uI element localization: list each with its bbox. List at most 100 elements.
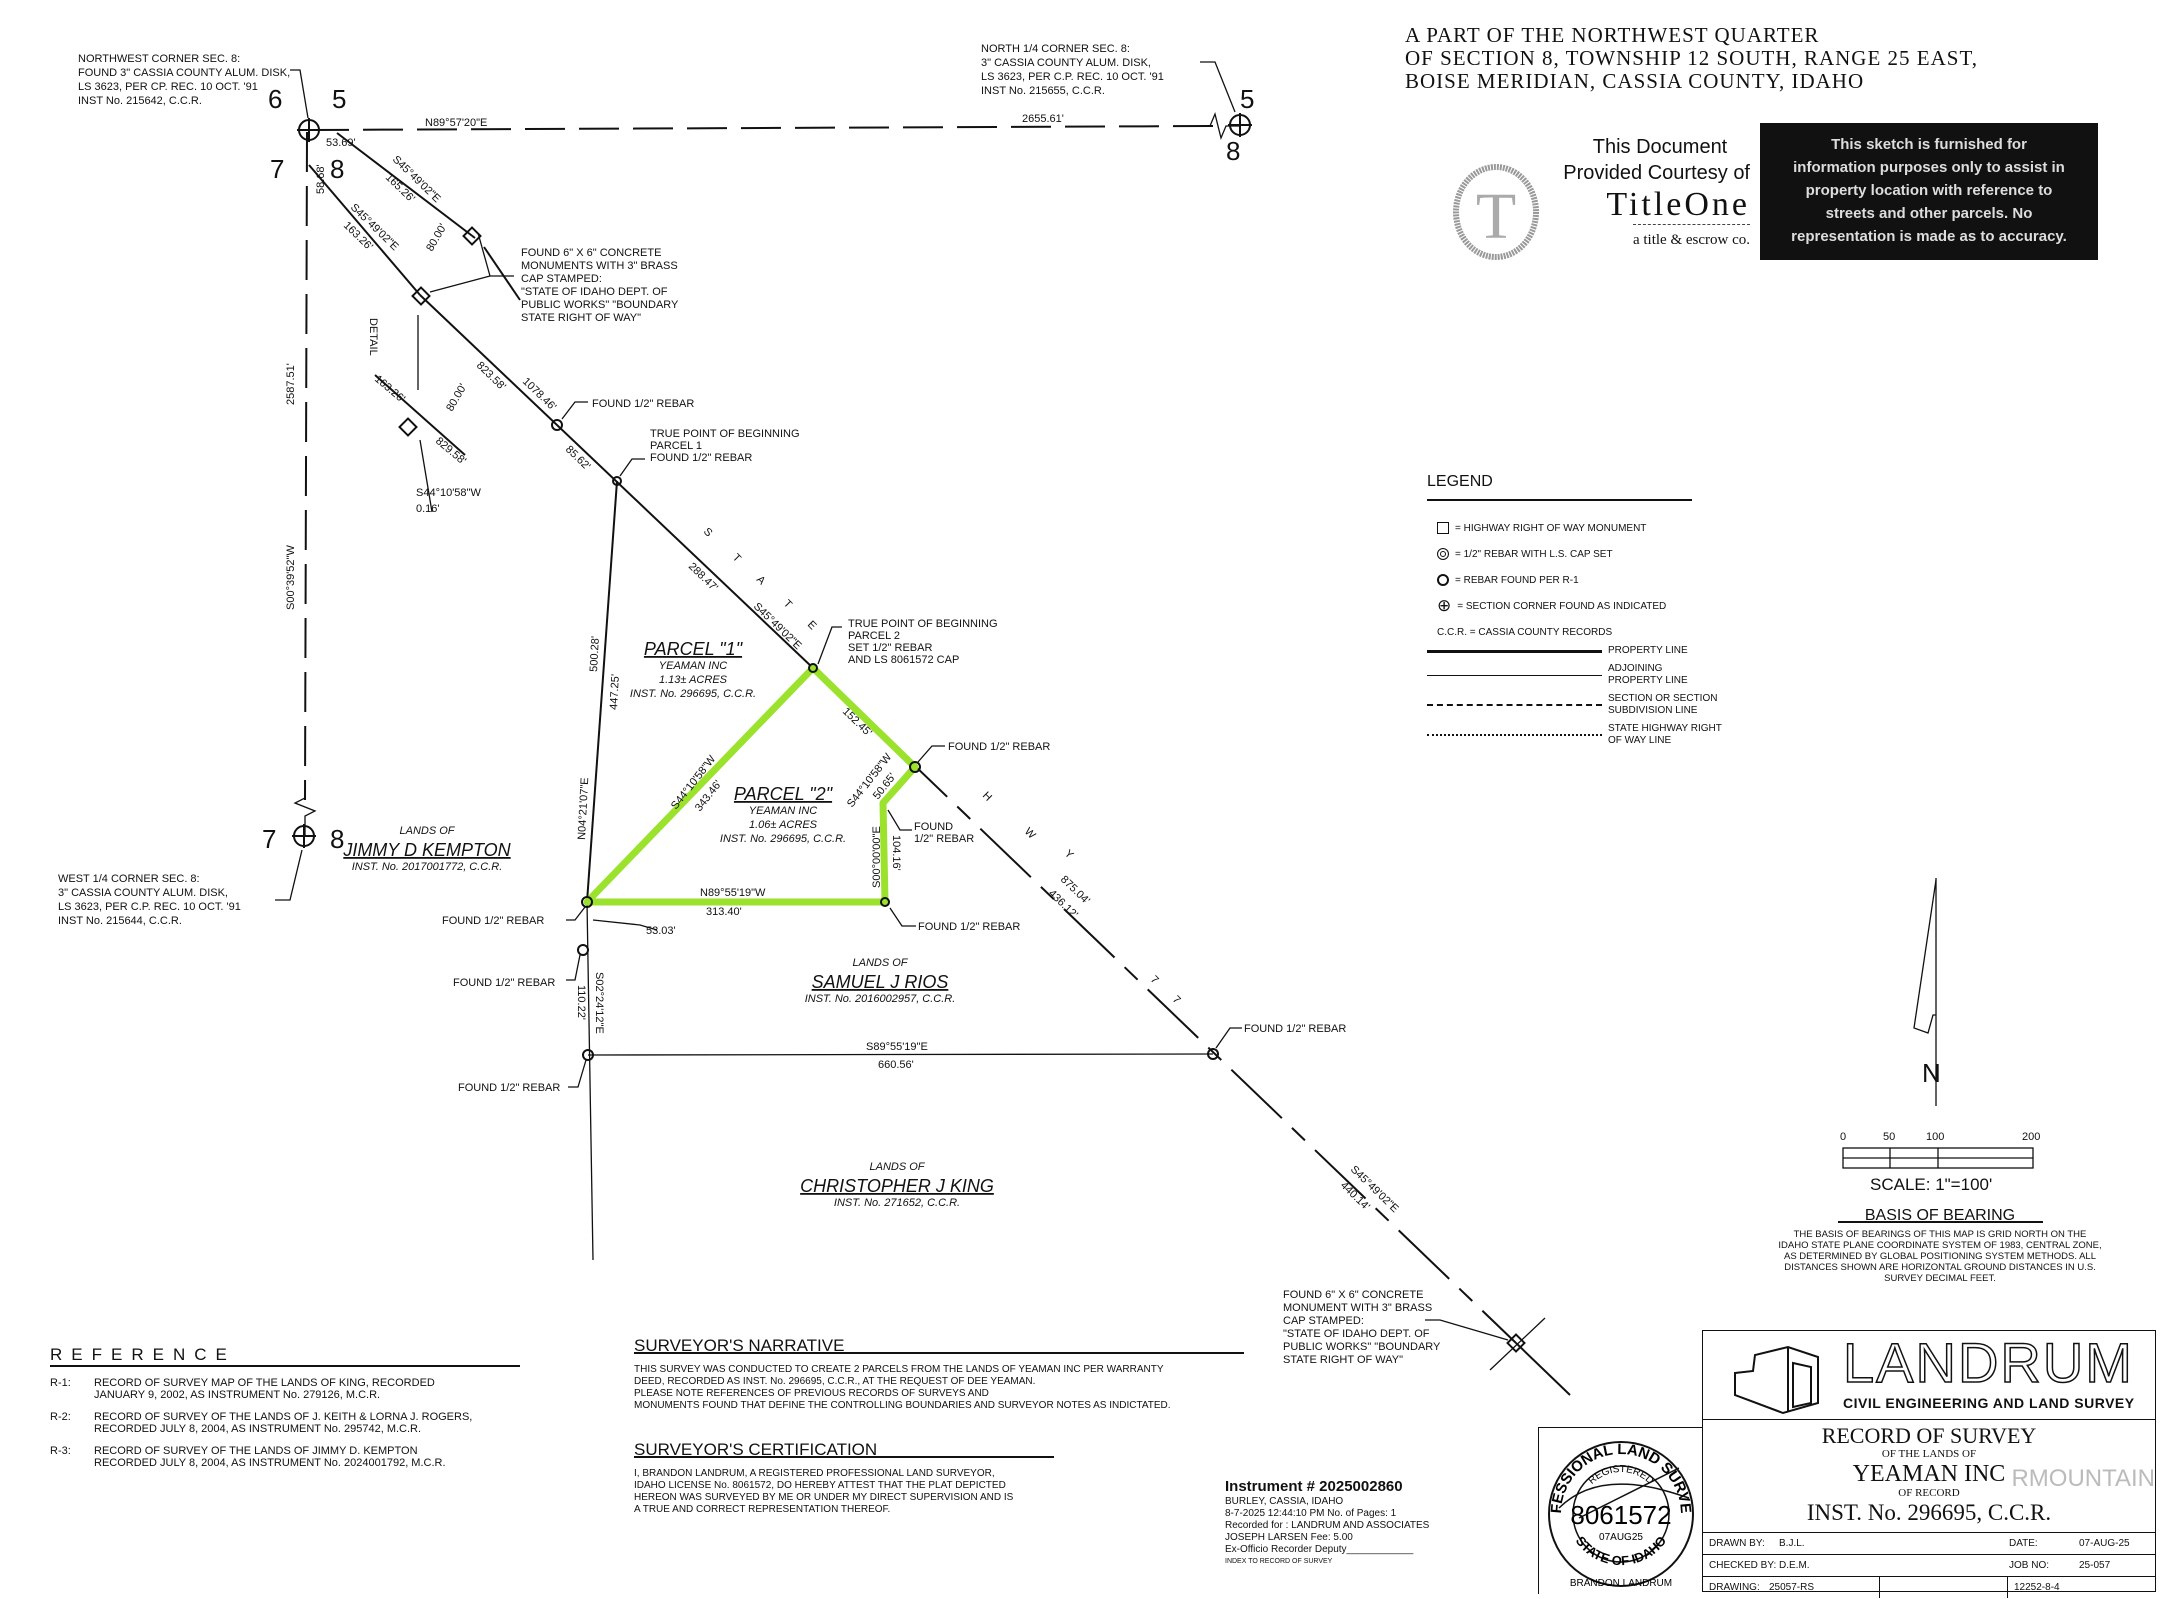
leader bbox=[275, 849, 303, 901]
legend-label: OF WAY LINE bbox=[1608, 735, 1672, 746]
monument-note-line: PUBLIC WORKS" "BOUNDARY bbox=[521, 299, 679, 311]
section-corner-icon bbox=[1228, 113, 1252, 137]
scale-tick: 200 bbox=[2022, 1131, 2040, 1143]
corner-note-line: INST No. 215655, C.C.R. bbox=[981, 85, 1105, 97]
rebar-found-icon bbox=[909, 761, 921, 773]
highway-row-line-offset bbox=[308, 164, 421, 296]
rios-lands-label: INST. No. 2016002957, C.C.R. bbox=[805, 993, 956, 1005]
narrative-line: PLEASE NOTE REFERENCES OF PREVIOUS RECOR… bbox=[634, 1388, 989, 1399]
narrative-line: THIS SURVEY WAS CONDUCTED TO CREATE 2 PA… bbox=[634, 1364, 1164, 1375]
parcel-2-label: 1.06± ACRES bbox=[749, 819, 818, 831]
leader bbox=[568, 1059, 587, 1088]
west-section-line bbox=[304, 131, 308, 801]
rebar-note: FOUND 1/2" REBAR bbox=[918, 921, 1020, 933]
parcel-2-label: YEAMAN INC bbox=[749, 805, 818, 817]
section-corner-icon: ⊕ bbox=[1437, 596, 1452, 615]
distance-label: 110.22' bbox=[575, 985, 587, 1020]
distance-label: 53.03' bbox=[646, 925, 676, 937]
road-letter: Y bbox=[1062, 848, 1076, 862]
section-number: 7 bbox=[262, 824, 276, 854]
disclaimer-line: representation is made as to accuracy. bbox=[1791, 228, 2067, 245]
monument-note-line: STATE RIGHT OF WAY" bbox=[1283, 1354, 1403, 1366]
distance-label: 53.69' bbox=[326, 137, 356, 149]
corner-note-line: NORTHWEST CORNER SEC. 8: bbox=[78, 53, 240, 65]
legend-label: = SECTION CORNER FOUND AS INDICATED bbox=[1457, 600, 1667, 612]
rios-lands-label: LANDS OF bbox=[852, 957, 908, 969]
surveyor-seal: PROFESSIONAL LAND SURVEYOR REGISTERED 80… bbox=[1533, 1415, 1703, 1594]
record-line: OF RECORD bbox=[1898, 1487, 1960, 1499]
distance-label: 313.40' bbox=[706, 906, 742, 918]
legend-label: SECTION OR SECTION bbox=[1608, 693, 1718, 704]
checked-by-row: CHECKED BY:D.E.M.JOB NO:25-057 bbox=[1703, 1555, 2155, 1577]
narrative-title: SURVEYOR'S NARRATIVE bbox=[634, 1337, 1244, 1354]
highway-row-line-upper bbox=[336, 132, 476, 239]
corner-note-line: INST No. 215642, C.C.R. bbox=[78, 95, 202, 107]
disclaimer-line: information purposes only to assist in bbox=[1793, 159, 2065, 176]
road-letter: W bbox=[1022, 826, 1038, 842]
reference-text: JANUARY 9, 2002, AS INSTRUMENT No. 27912… bbox=[94, 1389, 381, 1401]
square-monument-icon bbox=[398, 417, 418, 437]
distance-label: 104.16' bbox=[890, 835, 902, 871]
field-label: DRAWING: bbox=[1709, 1582, 1760, 1593]
titleone-logo-icon: T bbox=[1448, 160, 1543, 260]
narrative-line: MONUMENTS FOUND THAT DEFINE THE CONTROLL… bbox=[634, 1400, 1171, 1411]
courtesy-line: Provided Courtesy of bbox=[1563, 162, 1750, 184]
corner-note: NORTHWEST CORNER SEC. 8:FOUND 3" CASSIA … bbox=[78, 53, 290, 107]
parcel-1-label: INST. No. 296695, C.C.R. bbox=[630, 688, 756, 700]
monument-note-line: MONUMENTS WITH 3" BRASS bbox=[521, 260, 678, 272]
highway-line-sample bbox=[1427, 734, 1602, 736]
corner-note-line: LS 3623, PER C.P. REC. 10 OCT. '91 bbox=[58, 901, 241, 913]
road-letter: 7 bbox=[1148, 974, 1161, 987]
seal-date: 07AUG25 bbox=[1599, 1532, 1643, 1543]
field-value: D.E.M. bbox=[1779, 1560, 1810, 1571]
title-line: BOISE MERIDIAN, CASSIA COUNTY, IDAHO bbox=[1405, 69, 1865, 93]
leader bbox=[561, 401, 588, 420]
courtesy-line: This Document bbox=[1592, 136, 1728, 158]
property-line-sample bbox=[1427, 649, 1602, 653]
bearing-label: N04°21'07"E bbox=[576, 777, 591, 840]
kempton-lands-label: JIMMY D KEMPTON bbox=[342, 840, 511, 860]
scale-tick: 0 bbox=[1840, 1131, 1846, 1143]
square-monument-icon bbox=[462, 226, 482, 246]
company-subtitle: CIVIL ENGINEERING AND LAND SURVEY bbox=[1843, 1395, 2135, 1411]
bearing-label: S44°10'58"W bbox=[416, 487, 481, 499]
corner-note: NORTH 1/4 CORNER SEC. 8:3" CASSIA COUNTY… bbox=[981, 43, 1164, 97]
kempton-lands-label: LANDS OF bbox=[399, 825, 455, 837]
corner-note-line: WEST 1/4 CORNER SEC. 8: bbox=[58, 873, 200, 885]
tpob-note-line: FOUND 1/2" REBAR bbox=[650, 452, 752, 464]
king-lands-label: LANDS OF bbox=[869, 1161, 925, 1173]
leader bbox=[1200, 61, 1236, 113]
rebar-found-icon bbox=[1437, 574, 1449, 586]
leader bbox=[1215, 1027, 1242, 1049]
tpob-note-line: PARCEL 2 bbox=[848, 630, 900, 642]
parcel-2-highlight[interactable] bbox=[583, 664, 919, 906]
distance-label: 2655.61' bbox=[1022, 113, 1064, 125]
detail-label: DETAIL bbox=[367, 318, 379, 356]
rebar-note: FOUND 1/2" REBAR bbox=[458, 1082, 560, 1094]
road-letter: E bbox=[805, 619, 819, 633]
title-block: LANDRUM CIVIL ENGINEERING AND LAND SURVE… bbox=[1702, 1330, 2156, 1598]
legend-label: PROPERTY LINE bbox=[1608, 675, 1688, 686]
instrument-number: Instrument # 2025002860 bbox=[1225, 1478, 1403, 1495]
field-value: 25057-RS bbox=[1769, 1577, 1880, 1598]
rebar-note: FOUND 1/2" REBAR bbox=[948, 741, 1050, 753]
section-number: 5 bbox=[1240, 84, 1254, 114]
monument-cross bbox=[1489, 1317, 1546, 1371]
disclaimer-line: streets and other parcels. No bbox=[1825, 205, 2033, 222]
rebar-note: FOUND 1/2" REBAR bbox=[442, 915, 544, 927]
leader bbox=[290, 69, 309, 119]
corner-note-line: 3" CASSIA COUNTY ALUM. DISK, bbox=[981, 57, 1151, 69]
scale-bar bbox=[1842, 1147, 2034, 1169]
section-number: 8 bbox=[330, 824, 344, 854]
reference-id: R-2: bbox=[50, 1411, 71, 1423]
road-letter: S bbox=[701, 526, 715, 540]
monument-note-line: "STATE OF IDAHO DEPT. OF bbox=[1283, 1328, 1430, 1340]
legend-label: ADJOINING bbox=[1608, 663, 1663, 674]
adjoining-line-sample bbox=[1427, 674, 1602, 676]
reference-text: RECORDED JULY 8, 2004, AS INSTRUMENT No.… bbox=[94, 1423, 422, 1435]
